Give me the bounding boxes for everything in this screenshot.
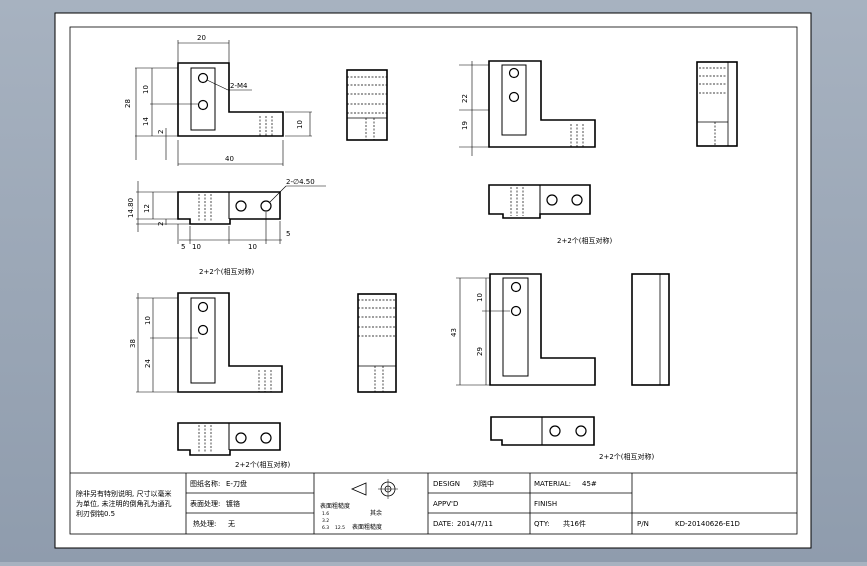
dim-inner-h: 12 xyxy=(143,204,151,213)
dim-bl-lower: 24 xyxy=(144,359,152,368)
projection-symbol xyxy=(350,479,398,499)
note-hole-m4: 2-M4 xyxy=(230,82,248,90)
slot-outline xyxy=(190,67,216,131)
note-line-2: 为单位, 未注明的倒角孔为通孔 xyxy=(76,499,171,508)
dim-bl-upper: 10 xyxy=(144,316,152,325)
dim-tr-lower: 19 xyxy=(461,121,469,130)
dims-top-right xyxy=(459,61,489,156)
dims-bottom-right xyxy=(456,277,510,386)
value-qty: 共16件 xyxy=(563,519,586,528)
drawing-sheet xyxy=(54,12,812,549)
view-top-right-top xyxy=(488,184,591,219)
label-material: MATERIAL: xyxy=(534,480,571,488)
caption-bottom-right: 2+2个(相互对称) xyxy=(599,452,655,461)
dims-bottom-left xyxy=(136,293,198,393)
note-line-1: 除非另有特别说明, 尺寸以毫米 xyxy=(76,489,171,498)
dims-top-left xyxy=(135,40,312,166)
label-qty: QTY: xyxy=(534,520,550,528)
dim-x3: 10 xyxy=(248,243,257,251)
dim-x1: 5 xyxy=(181,243,185,251)
dim-br-total: 43 xyxy=(450,328,458,337)
dim-height-total: 28 xyxy=(124,99,132,108)
dim-upper: 10 xyxy=(142,85,150,94)
view-top-left-side xyxy=(346,69,388,141)
label-figure-name: 图纸名称: xyxy=(190,479,220,488)
note-hole-diameter: 2-∅4.50 xyxy=(286,178,315,186)
dim-lower-b: 2 xyxy=(157,130,165,134)
hole-2 xyxy=(197,99,209,111)
view-bottom-right-top xyxy=(490,416,595,446)
dim-x4: 5 xyxy=(286,230,290,238)
label-design: DESIGN xyxy=(433,480,460,488)
caption-top-right: 2+2个(相互对称) xyxy=(557,236,613,245)
roughness-footer: 表面粗糙度 xyxy=(352,523,382,531)
roughness-3: 6.3 xyxy=(322,525,329,531)
view-mid-left-top xyxy=(177,191,281,225)
value-pn: KD-20140626-E1D xyxy=(675,520,740,528)
value-heat: 无 xyxy=(228,520,235,528)
hole-1 xyxy=(197,72,209,84)
view-bottom-left-side xyxy=(357,293,397,393)
label-roughness-title: 表面粗糙度 xyxy=(320,502,350,510)
dim-br-upper: 10 xyxy=(476,293,484,302)
value-material: 45# xyxy=(582,480,597,488)
dim-br-lower: 29 xyxy=(476,347,484,356)
label-heat: 热处理: xyxy=(193,519,216,528)
value-date: 2014/7/11 xyxy=(457,520,493,528)
roughness-1: 1.6 xyxy=(322,511,329,517)
dim-total-h: 14.80 xyxy=(127,198,135,218)
note-line-3: 利刃倒钝0.5 xyxy=(76,509,115,518)
label-finish: FINISH xyxy=(534,500,557,508)
dim-bottom-length: 40 xyxy=(225,155,234,163)
dim-right-step: 10 xyxy=(296,120,304,129)
view-bottom-left-top xyxy=(177,422,281,456)
label-pn: P/N xyxy=(637,520,649,528)
label-date: DATE: xyxy=(433,520,454,528)
value-surface: 镀铬 xyxy=(226,499,240,508)
dim-width-top: 20 xyxy=(197,34,206,42)
value-figure-name: E-刀盘 xyxy=(226,479,247,488)
roughness-2: 3.2 xyxy=(322,518,329,524)
dim-lower-a: 14 xyxy=(142,117,150,126)
view-bottom-right-side xyxy=(631,273,670,386)
dim-x2: 10 xyxy=(192,243,201,251)
dim-bl-total: 38 xyxy=(129,339,137,348)
label-approved: APPV'D xyxy=(433,500,458,508)
dim-side: 2 xyxy=(157,222,165,226)
drawing-border xyxy=(69,26,798,535)
view-top-right-side xyxy=(696,61,738,147)
roughness-4: 12.5 xyxy=(335,525,345,531)
dims-mid-left xyxy=(136,181,326,244)
roughness-other: 其余 xyxy=(370,509,382,517)
title-block-grid xyxy=(70,472,797,534)
caption-mid-left: 2+2个(相互对称) xyxy=(199,267,255,276)
dim-tr-upper: 22 xyxy=(461,94,469,103)
label-surface: 表面处理: xyxy=(190,499,220,508)
value-design: 刘晓中 xyxy=(473,479,494,488)
caption-bottom-left: 2+2个(相互对称) xyxy=(235,460,291,469)
